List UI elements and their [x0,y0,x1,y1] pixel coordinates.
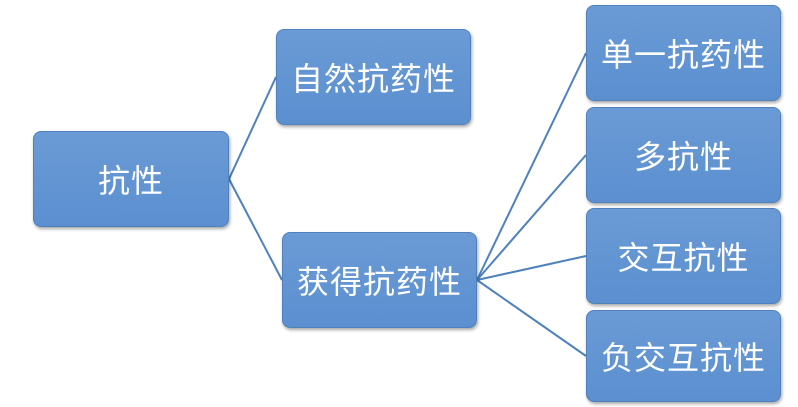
root-node-resistance: 抗性 [33,131,229,227]
leaf-node-single-resistance: 单一抗药性 [586,5,781,101]
branch-node-acquired-resistance: 获得抗药性 [282,232,477,328]
leaf-node-label: 单一抗药性 [600,36,766,74]
root-node-label: 抗性 [97,162,164,200]
connector-root-acquired [228,178,283,281]
connector-acquired-single [476,52,587,281]
branch-node-natural-resistance: 自然抗药性 [276,29,471,125]
leaf-node-label: 交互抗性 [617,239,750,277]
connector-root-natural [228,76,277,180]
leaf-node-cross-resistance: 交互抗性 [586,208,781,304]
connector-acquired-negative-cross [476,279,587,357]
connector-acquired-cross [476,255,587,281]
leaf-node-negative-cross-resistance: 负交互抗性 [586,310,781,402]
branch-node-label: 自然抗药性 [290,60,456,98]
leaf-node-label: 多抗性 [633,138,733,176]
leaf-node-label: 负交互抗性 [600,339,766,377]
leaf-node-multiple-resistance: 多抗性 [586,107,781,203]
branch-node-label: 获得抗药性 [296,263,462,301]
connector-acquired-multi [476,154,587,281]
